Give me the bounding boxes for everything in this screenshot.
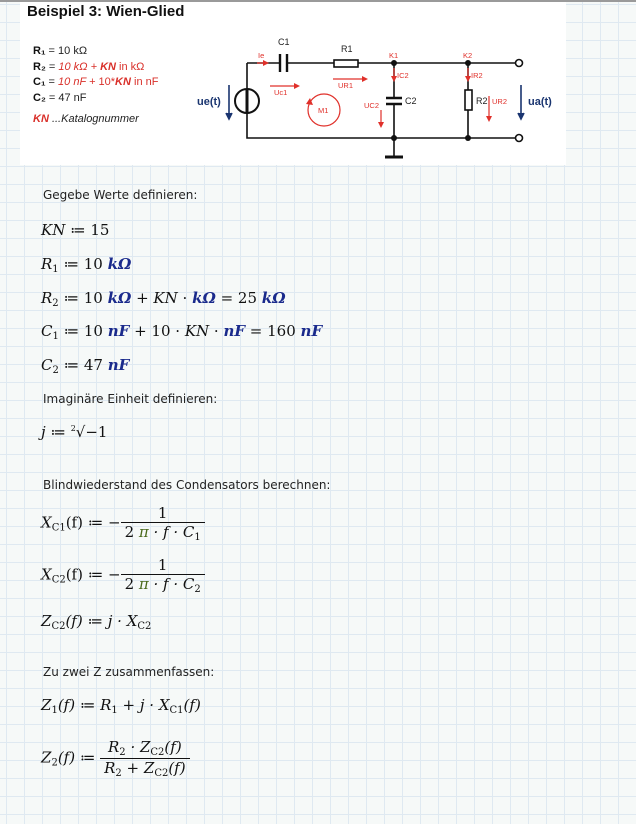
math-zc2[interactable]: ZC2(f) ≔ j · XC2 (41, 612, 152, 632)
label-ue: ue(t) (197, 96, 221, 108)
label-ur2: UR2 (492, 97, 507, 106)
given-values-legend: R₁ = 10 kΩ R₂ = 10 kΩ + KN in kΩ C₁ = 10… (33, 44, 158, 128)
label-uc1: Uc1 (274, 88, 287, 97)
given-c2: C₂ = 47 nF (33, 91, 87, 104)
math-r2[interactable]: R2 ≔ 10 kΩ + KN · kΩ = 25 kΩ (41, 289, 286, 309)
math-z2[interactable]: Z2(f) ≔ R2 · ZC2(f)R2 + ZC2(f) (41, 738, 190, 779)
label-m1: M1 (318, 106, 328, 115)
label-c1: C1 (278, 37, 290, 47)
given-r2: R₂ = 10 kΩ + KN in kΩ (33, 60, 145, 73)
label-k1: K1 (389, 51, 398, 60)
label-r1: R1 (341, 44, 353, 54)
given-c1: C₁ = 10 nF + 10*KN in nF (33, 76, 159, 88)
section-imaginary: Imaginäre Einheit definieren: (43, 392, 218, 406)
label-uc2: UC2 (364, 101, 379, 110)
window-top-border (0, 0, 636, 2)
label-k2: K2 (463, 51, 472, 60)
kn-note: KN ...Katalognummer (33, 113, 139, 125)
given-r1: R₁ = 10 kΩ (33, 45, 88, 57)
label-r2: R2 (476, 96, 488, 106)
page-title: Beispiel 3: Wien-Glied (27, 3, 185, 20)
wien-circuit-diagram: C1 R1 C2 R2 K1 K2 Ie Uc1 UR1 IC2 IR2 UC2… (197, 37, 552, 159)
math-j[interactable]: j ≔ 2√−1 (41, 423, 108, 441)
label-ie: Ie (258, 51, 264, 60)
math-r1[interactable]: R1 ≔ 10 kΩ (41, 255, 132, 275)
circuit-image-panel: Beispiel 3: Wien-Glied R₁ = 10 kΩ R₂ = 1… (20, 2, 566, 165)
label-ir2: IR2 (471, 71, 483, 80)
math-kn[interactable]: KN ≔ 15 (41, 221, 110, 239)
math-c1[interactable]: C1 ≔ 10 nF + 10 · KN · nF = 160 nF (41, 322, 323, 342)
label-c2: C2 (405, 96, 417, 106)
math-z1[interactable]: Z1(f) ≔ R1 + j · XC1(f) (41, 696, 201, 716)
label-ur1: UR1 (338, 81, 353, 90)
label-ua: ua(t) (528, 96, 552, 108)
math-c2[interactable]: C2 ≔ 47 nF (41, 356, 130, 376)
section-reactance: Blindwiederstand des Condensators berech… (43, 478, 331, 492)
section-given-values: Gegebe Werte definieren: (43, 188, 198, 202)
label-ic2: IC2 (397, 71, 409, 80)
section-combine: Zu zwei Z zusammenfassen: (43, 665, 215, 679)
